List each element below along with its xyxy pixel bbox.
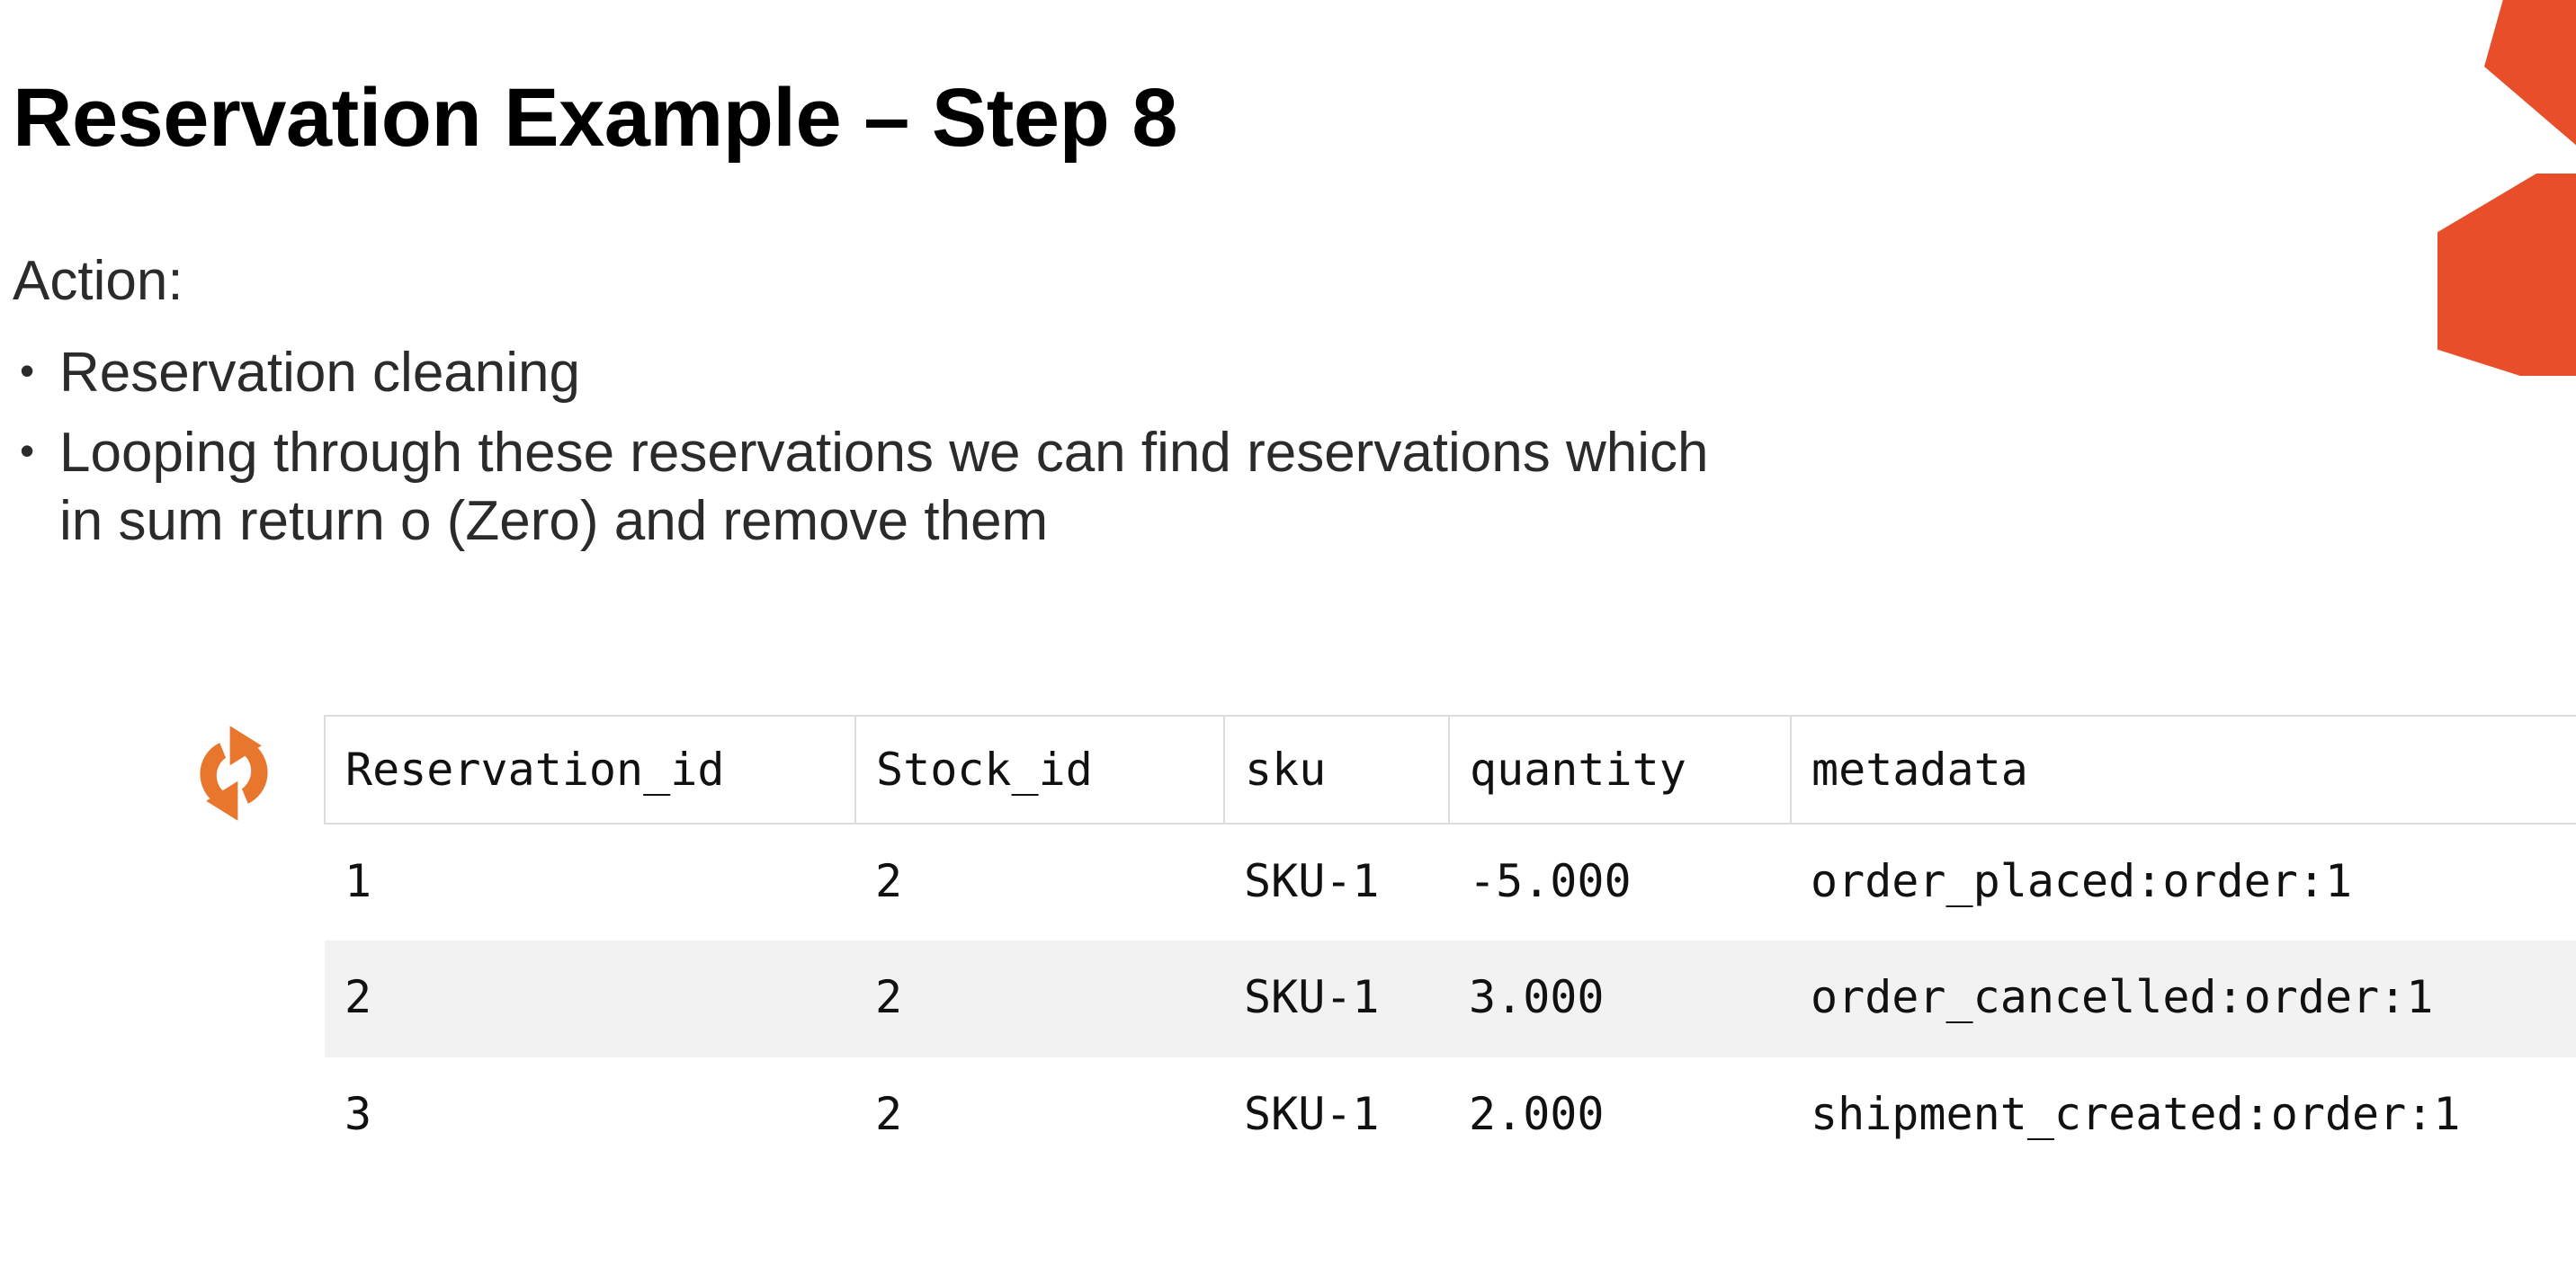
cell-quantity: 3.000 [1449,941,1791,1057]
table-row: 2 2 SKU-1 3.000 order_cancelled:order:1 [325,941,2576,1057]
cell-stock-id: 2 [875,854,903,907]
bullet-list: • Reservation cleaning • Looping through… [13,339,2513,556]
cell-sku: SKU-1 [1224,941,1449,1057]
cell-sku: SKU-1 [1244,1088,1380,1140]
cell-stock-id: 2 [855,941,1224,1057]
table-header: Reservation_id Stock_id sku quantity met… [324,715,2576,825]
cell-metadata: order_placed:order:1 [1811,854,2353,907]
column-header-quantity: quantity [1448,715,1792,825]
body-content: Action: • Reservation cleaning • Looping… [13,247,2513,568]
action-label: Action: [13,250,183,312]
cell-quantity: 2.000 [1469,1088,1605,1140]
cell-metadata: shipment_created:order:1 [1811,1088,2461,1140]
cell-reservation-id: 3 [344,1088,372,1140]
table-header-row: Reservation_id Stock_id sku quantity met… [324,715,2576,825]
page-title: Reservation Example – Step 8 [13,71,1178,164]
chevron-shape-top [2484,0,2576,174]
cell-quantity: -5.000 [1469,854,1632,907]
table-row: 3 2 SKU-1 2.000 shipment_created:order:1 [325,1057,2576,1174]
column-header-metadata: metadata [1790,715,2576,825]
list-item: • Looping through these reservations we … [13,419,2513,555]
list-item: • Reservation cleaning [13,339,2513,407]
bullet-marker: • [20,427,35,475]
cell-reservation-id: 1 [344,854,372,907]
reservations-table: Reservation_id Stock_id sku quantity met… [324,715,2576,1174]
refresh-icon [184,724,283,823]
bullet-marker: • [20,346,35,394]
cell-metadata: order_cancelled:order:1 [1791,941,2576,1057]
cell-stock-id: 2 [875,1088,903,1140]
table-body: 1 2 SKU-1 -5.000 order_placed:order:1 2 … [325,824,2576,1174]
cell-sku: SKU-1 [1244,854,1380,907]
bullet-text: Looping through these reservations we ca… [59,422,1709,485]
cell-reservation-id: 2 [325,941,855,1057]
reservations-table-wrapper: Reservation_id Stock_id sku quantity met… [324,715,2576,1174]
table-row: 1 2 SKU-1 -5.000 order_placed:order:1 [325,824,2576,941]
bullet-text: in sum return o (Zero) and remove them [59,489,1049,552]
column-header-stock-id: Stock_id [854,715,1225,825]
bullet-text: Reservation cleaning [59,341,581,404]
column-header-reservation-id: Reservation_id [324,715,856,825]
column-header-sku: sku [1223,715,1450,825]
